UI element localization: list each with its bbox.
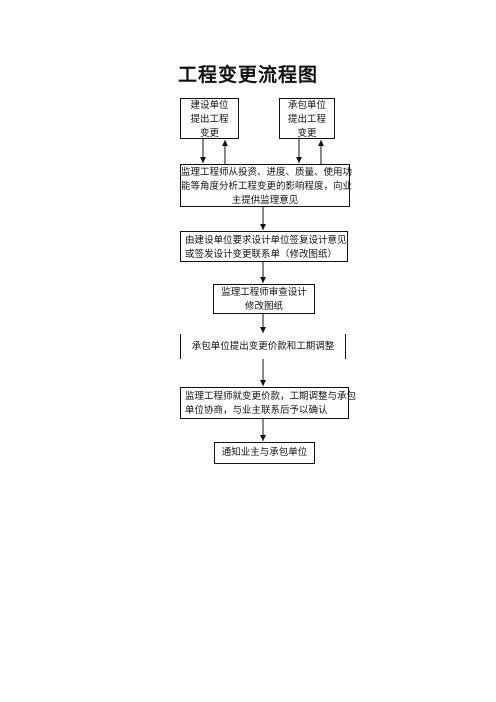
- box-line: 承包单位提出变更价款和工期调整: [191, 341, 335, 352]
- notify-box: 通知业主与承包单位: [214, 442, 315, 464]
- engineer-analysis-box: 监理工程师从投资、进度、质量、使用功 能等角度分析工程变更的影响程度，向业 主提…: [180, 164, 353, 207]
- box-line: 由建设单位要求设计单位签复设计意见: [185, 235, 347, 246]
- box-line: 提出工程: [287, 114, 326, 125]
- box-line: 修改图纸: [244, 301, 283, 312]
- box-line: 能等角度分析工程变更的影响程度，向业: [181, 181, 353, 192]
- negotiation-box: 监理工程师就变更价款，工期调整与承包 单位协商，与业主联系后予以确认: [180, 387, 357, 419]
- box-line: 变更: [297, 128, 317, 139]
- box-line: 或签发设计变更联系单（修改图纸）: [185, 249, 338, 260]
- box-line: 通知业主与承包单位: [221, 447, 308, 458]
- contractor-proposes-change-box: 承包单位 提出工程 变更: [279, 98, 335, 139]
- box-line: 监理工程师就变更价款，工期调整与承包: [185, 391, 357, 402]
- design-change-box: 由建设单位要求设计单位签复设计意见 或签发设计变更联系单（修改图纸）: [180, 231, 348, 262]
- box-line: 单位协商，与业主联系后予以确认: [185, 405, 328, 416]
- box-line: 主提供监理意见: [231, 195, 299, 206]
- box-line: 建设单位: [190, 100, 229, 111]
- box-line: 监理工程师从投资、进度、质量、使用功: [181, 167, 353, 178]
- price-adjustment-box: 承包单位提出变更价款和工期调整: [180, 334, 346, 359]
- review-drawings-box: 监理工程师审查设计 修改图纸: [213, 284, 315, 314]
- diagram-title: 工程变更流程图: [177, 64, 318, 86]
- box-line: 提出工程: [190, 114, 229, 125]
- box-line: 承包单位: [287, 100, 326, 111]
- box-line: 变更: [199, 128, 219, 139]
- box-line: 监理工程师审查设计: [221, 287, 307, 298]
- owner-proposes-change-box: 建设单位 提出工程 变更: [180, 98, 239, 139]
